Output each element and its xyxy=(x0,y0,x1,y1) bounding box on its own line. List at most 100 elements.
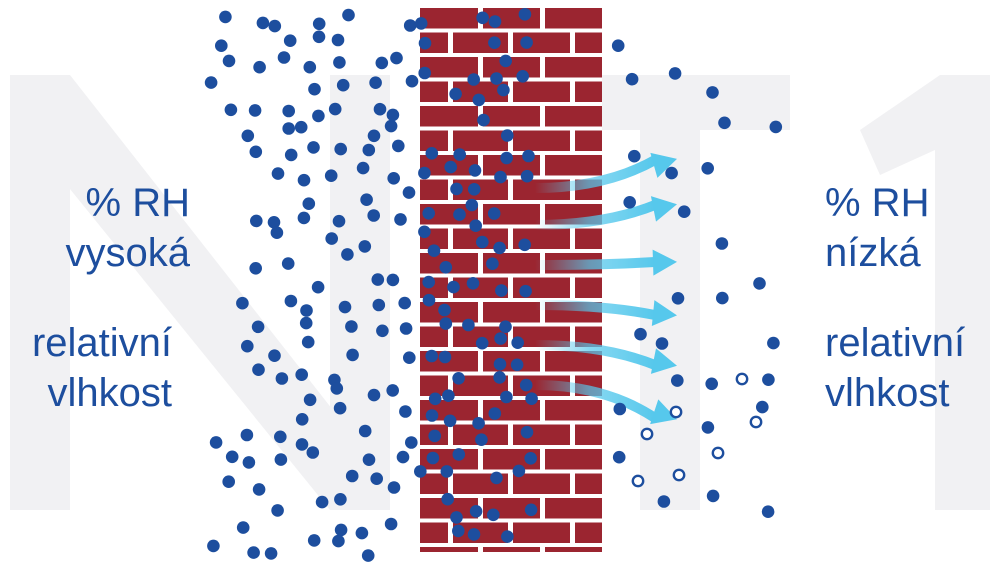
vapor-particle xyxy=(405,436,418,449)
vapor-particle xyxy=(275,372,289,385)
vapor-particle xyxy=(362,453,376,467)
left-level-label: vysoká xyxy=(65,231,191,275)
mortar-joint xyxy=(478,155,483,176)
vapor-particle xyxy=(428,392,442,406)
vapor-particle xyxy=(295,438,309,451)
mortar-joint xyxy=(540,351,545,372)
vapor-particle xyxy=(390,51,403,65)
vapor-particle xyxy=(671,292,685,305)
vapor-particle xyxy=(501,129,514,142)
left-rh-label: % RH xyxy=(85,181,190,225)
vapor-particle xyxy=(281,257,295,270)
mortar-joint xyxy=(478,547,483,563)
vapor-particle xyxy=(452,524,465,538)
vapor-particle xyxy=(715,237,729,250)
vapor-particle xyxy=(497,83,510,97)
mortar-joint xyxy=(540,498,545,519)
vapor-particle xyxy=(394,213,407,226)
vapor-particle xyxy=(495,284,508,297)
vapor-particle xyxy=(465,198,479,212)
vapor-particle xyxy=(271,167,285,180)
diffusion-arrows xyxy=(530,152,677,425)
vapor-particle xyxy=(522,149,535,163)
mortar-joint xyxy=(420,273,602,278)
vapor-particle xyxy=(477,113,490,127)
vapor-particle xyxy=(236,521,250,534)
vapor-particle xyxy=(336,78,350,92)
water-vapor-particles xyxy=(204,8,783,562)
vapor-particle xyxy=(325,232,339,245)
vapor-particle xyxy=(294,120,308,134)
vapor-particle xyxy=(369,76,382,89)
vapor-particle xyxy=(267,216,281,229)
mortar-joint xyxy=(570,81,575,102)
vapor-particle xyxy=(525,392,538,406)
vapor-particle xyxy=(240,428,254,442)
vapor-particle xyxy=(518,238,531,252)
vapor-particle xyxy=(425,147,439,160)
vapor-particle xyxy=(475,433,488,447)
arrow-head xyxy=(650,152,677,178)
watermark-logo xyxy=(10,75,990,510)
vapor-particle xyxy=(487,207,501,220)
vapor-particle xyxy=(328,102,342,116)
mortar-joint xyxy=(448,130,453,151)
vapor-particle xyxy=(222,475,235,489)
vapor-particle-hollow xyxy=(631,474,645,488)
vapor-particle xyxy=(307,141,320,154)
vapor-particle xyxy=(236,296,249,310)
mortar-joint xyxy=(508,424,513,445)
vapor-particle xyxy=(501,530,514,543)
vapor-particle xyxy=(613,402,627,416)
vapor-particle xyxy=(665,166,678,180)
mortar-joint xyxy=(420,175,602,180)
vapor-particle xyxy=(308,82,321,96)
arrow-head xyxy=(650,348,677,374)
vapor-particle xyxy=(500,390,513,404)
vapor-particle-hollow xyxy=(640,427,654,441)
vapor-particle xyxy=(418,36,432,50)
vapor-particle xyxy=(356,161,370,175)
vapor-particle xyxy=(399,322,413,335)
vapor-particle xyxy=(668,67,682,80)
vapor-particle xyxy=(512,464,526,478)
vapor-particle xyxy=(756,400,769,414)
mortar-joint xyxy=(420,200,602,204)
vapor-particle xyxy=(438,303,451,317)
vapor-particle xyxy=(306,446,320,459)
mortar-joint xyxy=(508,277,513,298)
vapor-particle xyxy=(511,336,524,350)
vapor-particle xyxy=(284,148,298,162)
vapor-particle xyxy=(519,284,532,298)
vapor-particle xyxy=(333,401,347,415)
mortar-joint xyxy=(420,249,602,253)
vapor-particle xyxy=(494,332,507,345)
vapor-particle xyxy=(358,240,372,253)
vapor-particle xyxy=(399,405,412,418)
vapor-particle xyxy=(355,526,369,540)
vapor-particle xyxy=(450,182,463,196)
arrow-head xyxy=(650,399,677,425)
vapor-particle xyxy=(219,10,232,24)
vapor-particle xyxy=(284,294,298,308)
vapor-particle xyxy=(207,539,220,553)
arrow-head xyxy=(652,249,677,276)
mortar-joint xyxy=(508,228,513,249)
vapor-particle xyxy=(493,241,506,255)
vapor-particle xyxy=(283,34,297,47)
vapor-particle xyxy=(299,316,313,330)
mortar-joint xyxy=(508,81,513,102)
vapor-particle xyxy=(392,139,405,153)
vapor-particle xyxy=(449,87,462,101)
mortar-joint xyxy=(508,375,513,396)
vapor-particle xyxy=(490,471,503,485)
vapor-particle xyxy=(311,280,325,294)
vapor-particle xyxy=(499,54,512,68)
vapor-particle xyxy=(634,327,647,341)
vapor-particle xyxy=(493,357,507,371)
vapor-particle xyxy=(443,414,457,428)
vapor-particle xyxy=(462,318,475,332)
vapor-particle xyxy=(418,66,432,80)
mortar-joint xyxy=(420,298,602,302)
vapor-particle xyxy=(252,363,265,377)
